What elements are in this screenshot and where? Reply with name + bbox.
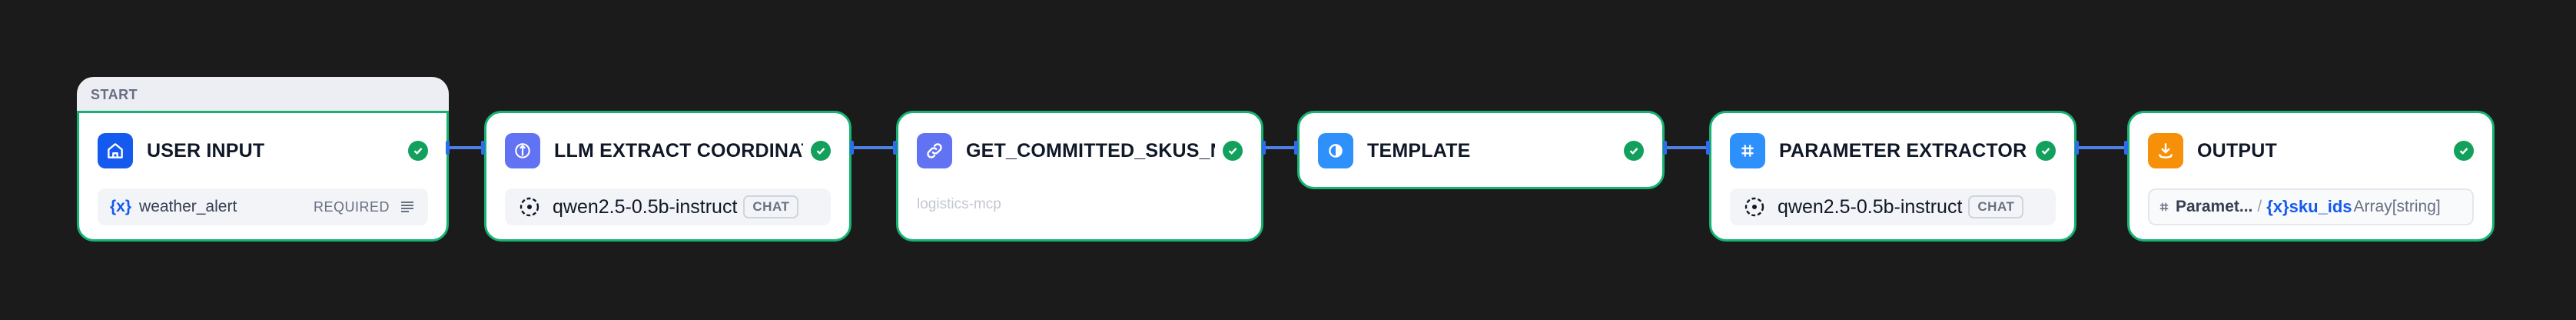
edge-4 xyxy=(1666,146,1709,149)
output-icon xyxy=(2148,133,2183,168)
chat-mode-badge: CHAT xyxy=(1968,195,2024,218)
output-port[interactable] xyxy=(1262,141,1266,155)
start-label: START xyxy=(91,87,138,102)
node-output[interactable]: OUTPUT Paramet... / {x} sku_ids Array[st… xyxy=(2127,111,2495,242)
node-title: PARAMETER EXTRACTOR xyxy=(1779,139,2027,162)
required-badge: REQUIRED xyxy=(313,198,390,215)
output-variable-name: sku_ids xyxy=(2289,197,2352,216)
node-user-input[interactable]: USER INPUT {x} weather_alert REQUIRED xyxy=(77,111,449,242)
model-name: qwen2.5-0.5b-instruct xyxy=(553,195,738,218)
input-port[interactable] xyxy=(481,141,485,155)
node-title: GET_COMMITTED_SKUS_NEAR xyxy=(966,139,1215,162)
model-row[interactable]: qwen2.5-0.5b-instruct CHAT xyxy=(505,188,831,225)
parameter-icon xyxy=(1730,133,1765,168)
chat-mode-badge: CHAT xyxy=(743,195,799,218)
node-get-committed-skus[interactable]: GET_COMMITTED_SKUS_NEAR logistics-mcp xyxy=(896,111,1263,242)
node-llm-extract-coordinates[interactable]: LLM EXTRACT COORDINATES qwen2.5-0.5b-ins… xyxy=(484,111,851,242)
variable-icon: {x} xyxy=(110,198,132,215)
llm-icon xyxy=(505,133,540,168)
edge-1 xyxy=(449,146,484,149)
success-check-icon xyxy=(1624,141,1644,161)
output-variable-row[interactable]: Paramet... / {x} sku_ids Array[string] xyxy=(2148,188,2474,225)
input-port[interactable] xyxy=(1294,141,1298,155)
edge-5 xyxy=(2078,146,2127,149)
output-port[interactable] xyxy=(446,141,450,155)
input-variable-row[interactable]: {x} weather_alert REQUIRED xyxy=(98,188,428,225)
node-title: OUTPUT xyxy=(2197,139,2277,162)
node-parameter-extractor[interactable]: PARAMETER EXTRACTOR qwen2.5-0.5b-instruc… xyxy=(1709,111,2076,242)
node-title: TEMPLATE xyxy=(1367,139,1471,162)
success-check-icon xyxy=(1223,141,1243,161)
source-node-name: Paramet... xyxy=(2176,198,2253,215)
parameter-icon xyxy=(2159,202,2169,212)
node-title: USER INPUT xyxy=(147,139,265,162)
tool-provider-label: logistics-mcp xyxy=(917,196,1001,212)
model-provider-icon xyxy=(1744,197,1764,217)
template-icon xyxy=(1318,133,1353,168)
edge-2 xyxy=(853,146,896,149)
model-provider-icon xyxy=(520,197,539,217)
model-name: qwen2.5-0.5b-instruct xyxy=(1778,195,1963,218)
variable-icon: {x} xyxy=(2266,197,2289,216)
success-check-icon xyxy=(2454,141,2474,161)
node-template[interactable]: TEMPLATE xyxy=(1297,111,1665,189)
success-check-icon xyxy=(811,141,831,161)
output-port[interactable] xyxy=(1663,141,1667,155)
output-port[interactable] xyxy=(2075,141,2079,155)
output-variable-type: Array[string] xyxy=(2353,198,2441,215)
model-row[interactable]: qwen2.5-0.5b-instruct CHAT xyxy=(1730,188,2056,225)
input-port[interactable] xyxy=(2124,141,2128,155)
output-port[interactable] xyxy=(850,141,854,155)
edge-3 xyxy=(1265,146,1297,149)
input-port[interactable] xyxy=(893,141,897,155)
input-port[interactable] xyxy=(1706,141,1710,155)
success-check-icon xyxy=(408,141,428,161)
node-title: LLM EXTRACT COORDINATES xyxy=(554,139,803,162)
link-icon xyxy=(917,133,952,168)
success-check-icon xyxy=(2036,141,2056,161)
variable-name: weather_alert xyxy=(139,198,237,215)
home-icon xyxy=(98,133,133,168)
path-separator: / xyxy=(2257,198,2262,215)
text-lines-icon xyxy=(399,198,416,215)
